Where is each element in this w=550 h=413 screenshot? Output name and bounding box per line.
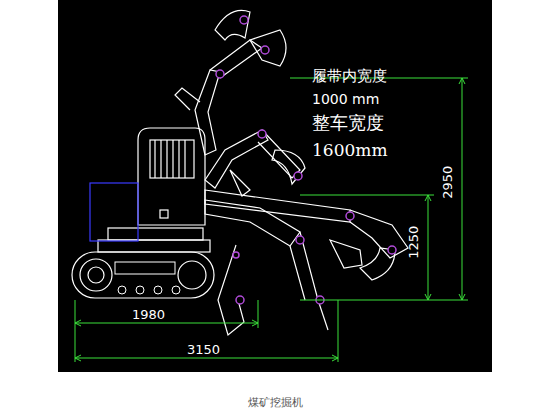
machine-outline	[72, 10, 408, 335]
spec-note: 履带内宽度	[312, 68, 387, 85]
spec-note: 1600mm	[312, 141, 388, 160]
drawing-ground	[58, 0, 492, 372]
spec-note: 1000 mm	[312, 92, 379, 107]
dimension-lines	[75, 78, 468, 362]
dimension-value: 1980	[130, 308, 167, 322]
track	[72, 252, 214, 298]
dimension-value: 2950	[442, 165, 456, 198]
spec-note: 整车宽度	[312, 113, 384, 133]
joint-pins	[216, 16, 396, 304]
counterweight-outline	[90, 183, 138, 241]
dimension-value: 1250	[408, 225, 422, 258]
dimension-value: 3150	[185, 343, 222, 357]
caption: 煤矿挖掘机	[248, 397, 303, 409]
